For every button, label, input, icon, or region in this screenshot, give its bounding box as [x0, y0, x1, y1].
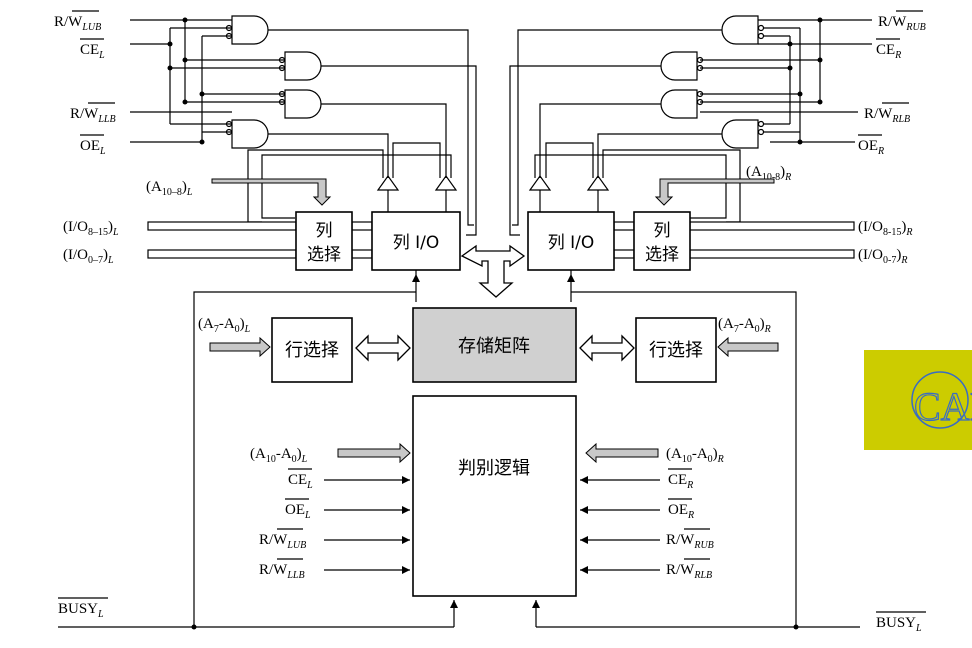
right-col-select-label-2: 选择: [645, 245, 679, 265]
left-control-labels: R/WLUB CEL R/WLLB OEL: [54, 10, 116, 157]
left-oe-label: OEL: [80, 138, 106, 157]
buffer-triangle-icon: [528, 174, 552, 191]
right-busy-label: BUSYL: [876, 615, 922, 634]
addr-arrow-icon: [585, 442, 659, 464]
right-col-select-label-1: 列: [654, 221, 671, 241]
bus-arrow-icon: [460, 244, 526, 298]
and-gate-icon: [284, 89, 322, 119]
arbitration-logic-box: [412, 395, 577, 597]
left-io-lo-label: (I/O0–7)L: [63, 247, 114, 266]
left-col-io-label: 列 I/O: [393, 233, 440, 253]
right-col-io-label: 列 I/O: [548, 233, 595, 253]
right-ce-label: CER: [876, 42, 901, 61]
logo-background: [864, 350, 972, 450]
frame-lines: [58, 291, 860, 630]
left-logic-rw-ub: R/WLUB: [259, 532, 306, 551]
right-buffers: [528, 174, 610, 212]
left-control-wiring: [130, 17, 285, 145]
right-io-lo-label: (I/O0-7)R: [858, 247, 907, 266]
left-col-select-label-2: 选择: [307, 245, 341, 265]
left-col-address: (A10–8)L: [146, 178, 332, 206]
addr-arrow-icon: [717, 336, 779, 358]
right-addr-col-label: (A10-8)R: [746, 164, 791, 183]
left-ce-label: CEL: [80, 42, 105, 61]
right-io-hi-label: (I/O8-15)R: [858, 219, 912, 238]
left-and-gates: [225, 15, 477, 236]
right-col-address: (A10-8)R: [654, 164, 791, 206]
right-oe-label: OER: [858, 138, 884, 157]
right-logic-ce: CER: [668, 472, 693, 491]
left-addr-row-label: (A7-A0)L: [198, 316, 251, 335]
right-row-select-label: 行选择: [649, 340, 703, 361]
left-col-select-box: [295, 211, 353, 271]
left-col-select-label-1: 列: [316, 221, 333, 241]
right-logic-oe: OER: [668, 502, 694, 521]
left-logic-oe: OEL: [285, 502, 311, 521]
addr-arrow-icon: [337, 442, 411, 464]
row-section: (A7-A0)L 行选择 存储矩阵 行选择 (A7-A0)R: [198, 307, 779, 383]
cai-logo: CAI: [864, 350, 972, 450]
left-rw-ub-label: R/WLUB: [54, 14, 101, 33]
right-logic-rw-ub: R/WRUB: [666, 532, 714, 551]
memory-array-box: [412, 307, 577, 383]
busy-labels: BUSYL BUSYL: [58, 597, 926, 634]
bidirectional-arrow-icon: [579, 334, 635, 362]
right-col-select-box: [633, 211, 691, 271]
left-busy-label: BUSYL: [58, 601, 104, 620]
left-logic-rw-lb: R/WLLB: [259, 562, 305, 581]
and-gate-icon: [231, 119, 269, 149]
buffer-triangle-icon: [434, 174, 458, 191]
and-gate-icon: [660, 89, 698, 119]
memory-array-label: 存储矩阵: [458, 336, 530, 357]
left-row-select-box: [271, 317, 353, 383]
left-buffers: [376, 174, 458, 212]
buffer-triangle-icon: [586, 174, 610, 191]
and-gate-icon: [660, 51, 698, 81]
and-gate-icon: [284, 51, 322, 81]
right-row-select-box: [635, 317, 717, 383]
right-rw-lb-label: R/WRLB: [864, 106, 910, 125]
addr-arrow-icon: [211, 178, 332, 206]
and-gate-icon: [721, 119, 759, 149]
bidirectional-arrow-icon: [355, 334, 411, 362]
addr-arrow-icon: [654, 178, 775, 206]
and-gate-icon: [721, 15, 759, 45]
left-row-select-label: 行选择: [285, 340, 339, 361]
logo-text: CAI: [914, 384, 972, 429]
right-addr-all-label: (A10-A0)R: [666, 446, 724, 465]
right-control-wiring: [700, 17, 872, 145]
arbitration-logic-label: 判别逻辑: [458, 458, 530, 479]
buffer-triangle-icon: [376, 174, 400, 191]
right-and-gates: [509, 15, 765, 236]
central-bus: [460, 244, 526, 298]
left-addr-all-label: (A10-A0)L: [250, 446, 308, 465]
right-logic-rw-lb: R/WRLB: [666, 562, 712, 581]
right-addr-row-label: (A7-A0)R: [718, 316, 771, 335]
right-control-labels: R/WRUB CER R/WRLB OER: [858, 10, 926, 157]
right-rw-ub-label: R/WRUB: [878, 14, 926, 33]
arbitration-section: 判别逻辑 (A10-A0)L (A10-A0)R CEL OEL R/WLUB …: [250, 395, 724, 597]
addr-arrow-icon: [209, 336, 271, 358]
right-io: (I/O8-15)R (I/O0-7)R: [613, 219, 912, 266]
left-rw-lb-label: R/WLLB: [70, 106, 116, 125]
and-gate-icon: [231, 15, 269, 45]
left-logic-ce: CEL: [288, 472, 313, 491]
left-addr-col-label: (A10–8)L: [146, 179, 193, 198]
left-io-hi-label: (I/O8–15)L: [63, 219, 119, 238]
